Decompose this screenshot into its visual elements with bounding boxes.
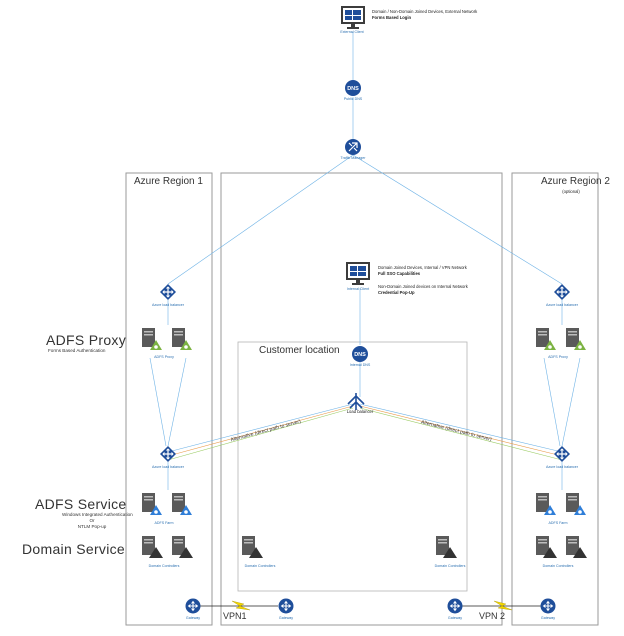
- internal-dns-icon: [352, 346, 368, 362]
- region2-adfs-proxy-server-1: [536, 328, 556, 350]
- external-client-icon: [341, 6, 365, 29]
- region2-adfs-farm-server-2: [566, 493, 586, 515]
- connection-lines: [149, 32, 581, 490]
- region2-adfs-farm-label: ADFS Farm: [548, 521, 568, 525]
- tier-adfs-service-sub2: Or: [89, 518, 95, 523]
- region2-gateway-icon: [539, 597, 557, 615]
- external-client-desc-2: Forms Based Login: [372, 15, 412, 20]
- customer-location-box: [237, 341, 468, 592]
- traffic-manager-label: Traffic Manager: [340, 156, 366, 160]
- region1-dc-server-2: [172, 536, 193, 558]
- customer-gateway-right-label: Gateway: [447, 616, 463, 620]
- tier-adfs-service-sub3: NTLM Pop-up: [77, 524, 107, 529]
- customer-dc-right-label: Domain Controllers: [434, 564, 466, 568]
- region1-azure-lb-top-icon: [159, 283, 177, 301]
- region2-dc-server-2: [566, 536, 587, 558]
- public-dns-icon: [345, 80, 361, 96]
- tier-adfs-proxy-title: ADFS Proxy: [46, 332, 127, 348]
- region1-adfs-farm-server-2: [172, 493, 192, 515]
- tier-domain-service-title: Domain Service: [22, 541, 126, 557]
- region2-azure-lb-top-label: Azure load balancer: [546, 303, 578, 307]
- tier-adfs-service-title: ADFS Service: [35, 496, 127, 512]
- internal-client-desc-2: Full SSO Capabilities: [378, 271, 421, 276]
- region2-adfs-proxy-server-2: [566, 328, 586, 350]
- alt-path-label-left: Alternative (direct path to server): [230, 419, 302, 444]
- region2-adfs-farm-server-1: [536, 493, 556, 515]
- external-client-label: External Client: [340, 30, 364, 34]
- vpn1-bolt-icon: [231, 600, 251, 611]
- customer-outer-box: [220, 172, 503, 626]
- internal-dns-label: Internal DNS: [349, 363, 371, 367]
- azure-region-2-box: [511, 172, 599, 626]
- region2-azure-lb-top-icon: [553, 283, 571, 301]
- tier-adfs-proxy-subtitle: Forms Based Authentication: [48, 348, 106, 353]
- tier-adfs-service-sub1: Windows Integrated Authentication: [62, 512, 133, 517]
- region2-gateway-label: Gateway: [540, 616, 556, 620]
- internal-client-desc-4: Credential Pop-Up: [378, 290, 415, 295]
- external-client-desc-1: Domain / Non-Domain Joined Devices, Exte…: [372, 9, 478, 14]
- load-balancer-icon: [347, 393, 365, 410]
- region1-azure-lb-bottom-label: Azure load balancer: [152, 465, 184, 469]
- azure-region-1-title: Azure Region 1: [134, 176, 203, 187]
- region1-azure-lb-bottom-icon: [159, 445, 177, 463]
- vpn2-bolt-icon: [493, 600, 513, 611]
- azure-region-2-title: Azure Region 2: [541, 176, 610, 187]
- internal-client-icon: [346, 262, 370, 285]
- region2-azure-lb-bottom-icon: [553, 445, 571, 463]
- region1-dc-label: Domain Controllers: [148, 564, 180, 568]
- azure-region-2-subtitle: (optional): [562, 189, 580, 194]
- customer-location-title: Customer location: [259, 345, 340, 356]
- region2-dc-label: Domain Controllers: [542, 564, 574, 568]
- customer-dc-left-label: Domain Controllers: [244, 564, 276, 568]
- region2-adfs-proxy-label: ADFS Proxy: [548, 355, 568, 359]
- azure-region-1-box: [125, 172, 213, 626]
- region1-adfs-proxy-server-2: [172, 328, 192, 350]
- traffic-manager-icon: [345, 139, 361, 155]
- customer-gateway-right-icon: [446, 597, 464, 615]
- internal-client-label: Internal Client: [346, 287, 370, 291]
- internal-client-desc-3: Non-Domain Joined devices on Internal Ne…: [378, 284, 468, 289]
- alternative-paths: [167, 403, 563, 461]
- vpn-links: [200, 600, 541, 611]
- region2-azure-lb-bottom-label: Azure load balancer: [546, 465, 578, 469]
- customer-dc-server-left: [242, 536, 263, 558]
- region1-adfs-proxy-label: ADFS Proxy: [154, 355, 174, 359]
- alt-path-label-right: Alternative (direct path to server): [420, 419, 492, 442]
- region1-adfs-farm-label: ADFS Farm: [154, 521, 174, 525]
- region1-gateway-label: Gateway: [185, 616, 201, 620]
- region1-adfs-farm-server-1: [142, 493, 162, 515]
- customer-gateway-left-icon: [277, 597, 295, 615]
- load-balancer-label: Load balancer: [346, 409, 374, 414]
- region1-dc-server-1: [142, 536, 163, 558]
- region1-azure-lb-top-label: Azure load balancer: [152, 303, 184, 307]
- internal-client-desc-1: Domain Joined Devices, Internal / VPN Ne…: [378, 265, 467, 270]
- vpn2-label: VPN 2: [479, 611, 506, 621]
- region2-dc-server-1: [536, 536, 557, 558]
- public-dns-label: Public DNS: [343, 97, 363, 101]
- customer-gateway-left-label: Gateway: [278, 616, 294, 620]
- region1-gateway-icon: [184, 597, 202, 615]
- vpn1-label: VPN1: [223, 611, 247, 621]
- region1-adfs-proxy-server-1: [142, 328, 162, 350]
- customer-dc-server-right: [436, 536, 457, 558]
